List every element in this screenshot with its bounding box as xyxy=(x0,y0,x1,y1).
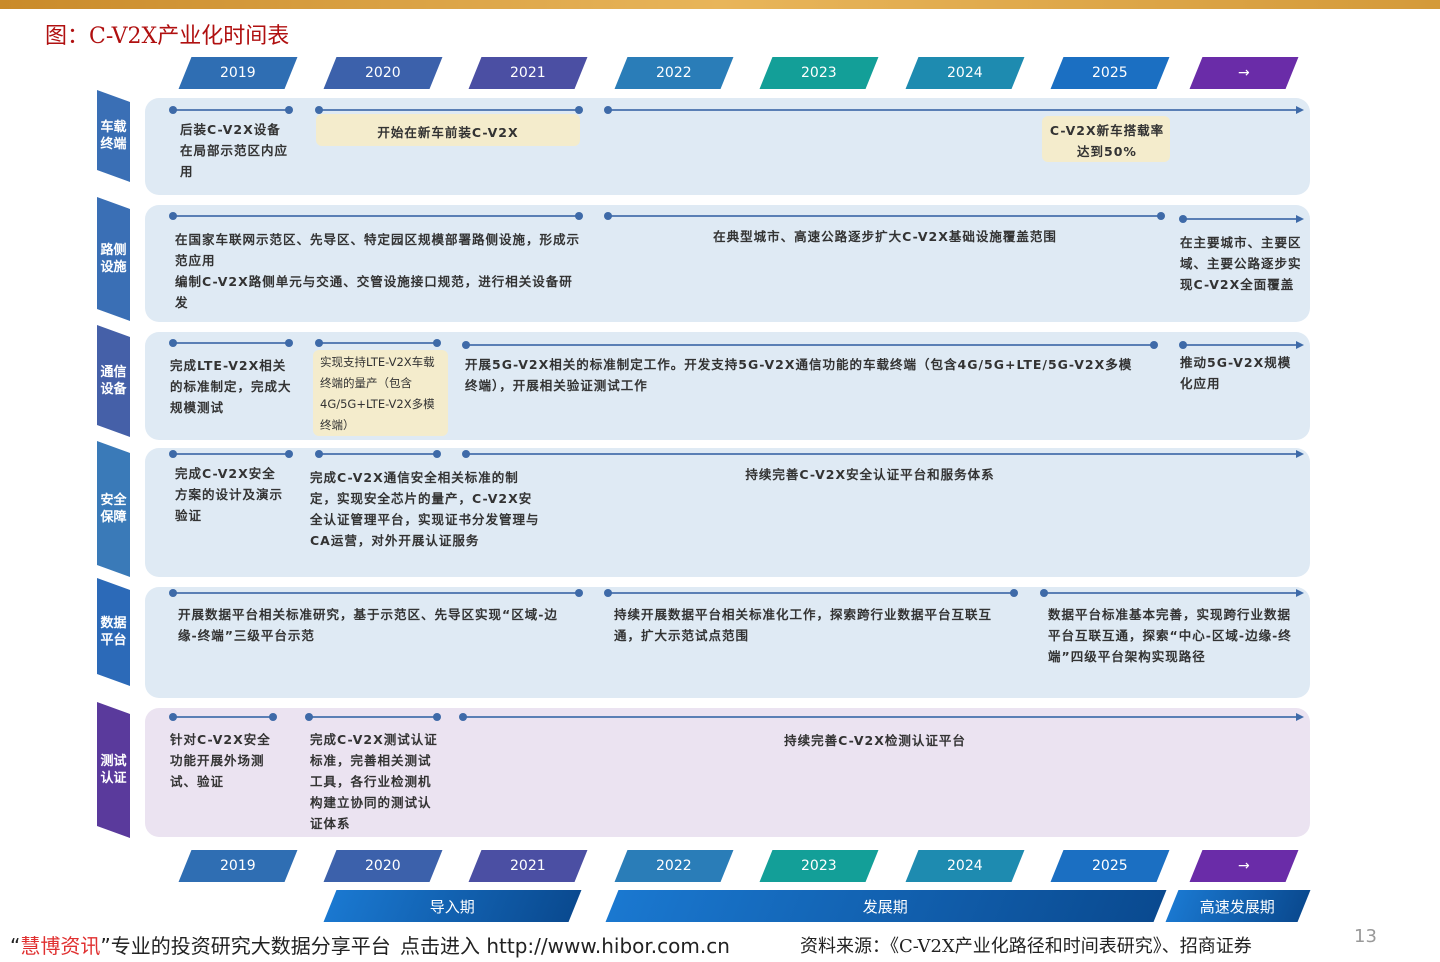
timeline-arrow xyxy=(462,450,1304,458)
timeline-bar xyxy=(604,212,1165,220)
year-label: → xyxy=(1238,858,1250,874)
year-banner-3: 2022 xyxy=(614,850,734,882)
highlight-box xyxy=(313,350,448,436)
row3-text-2019: 完成LTE-V2X相关的标准制定，完成大规模测试 xyxy=(170,358,292,415)
year-label: 2023 xyxy=(801,858,837,874)
timeline-bar xyxy=(169,589,583,597)
year-banner-2: 2021 xyxy=(468,57,588,89)
top-bar xyxy=(0,0,1440,9)
year-label: 2021 xyxy=(510,65,546,81)
row3-text-mid: 开展5G-V2X相关的标准制定工作。开发支持5G-V2X通信功能的车载终端（包含… xyxy=(465,357,1133,393)
row3-text-late: 推动5G-V2X规模化应用 xyxy=(1180,355,1292,391)
year-label: 2019 xyxy=(220,858,256,874)
year-banner-3: 2022 xyxy=(614,57,734,89)
side-label-data: 数据平台 xyxy=(97,578,130,686)
timeline-bar xyxy=(315,339,441,347)
year-label: 2022 xyxy=(656,858,692,874)
row1-text-2025: C-V2X新车搭载率达到50% xyxy=(1049,123,1165,159)
watermark-tagline: 专业的投资研究大数据分享平台 xyxy=(110,934,391,958)
highlight-box xyxy=(316,114,580,146)
phase-label: 导入期 xyxy=(429,897,475,916)
year-label: 2022 xyxy=(656,65,692,81)
year-label: 2019 xyxy=(220,65,256,81)
year-banner-7: → xyxy=(1189,850,1299,882)
year-label: 2025 xyxy=(1092,858,1128,874)
row-data-platform xyxy=(145,587,1310,698)
timeline-bar xyxy=(169,713,277,721)
year-banner-7: → xyxy=(1189,57,1299,89)
figure-title: 图：C-V2X产业化时间表 xyxy=(45,24,290,49)
year-banner-2: 2021 xyxy=(468,850,588,882)
year-banner-0: 2019 xyxy=(178,850,298,882)
year-label: 2020 xyxy=(365,858,401,874)
row1-text-2019: 后装C-V2X设备在局部示范区内应用 xyxy=(180,122,289,179)
year-label: 2024 xyxy=(947,858,983,874)
year-banner-1: 2020 xyxy=(323,57,443,89)
year-label: → xyxy=(1238,65,1250,81)
side-label-comm: 通信设备 xyxy=(97,325,130,437)
timeline-arrow xyxy=(604,106,1304,114)
row6-text-2019: 针对C-V2X安全功能开展外场测试、验证 xyxy=(170,732,271,789)
row-roadside xyxy=(145,205,1310,322)
row4-text-2020: 完成C-V2X通信安全相关标准的制定，实现安全芯片的量产，C-V2X安全认证管理… xyxy=(310,470,540,548)
year-label: 2023 xyxy=(801,65,837,81)
year-banner-6: 2025 xyxy=(1050,850,1170,882)
phase-label: 发展期 xyxy=(863,897,909,916)
phase-development: 发展期 xyxy=(605,890,1167,922)
row4-text-late: 持续完善C-V2X安全认证平台和服务体系 xyxy=(745,467,995,482)
row4-text-2019: 完成C-V2X安全方案的设计及演示验证 xyxy=(175,466,284,523)
row2-text-mid: 在典型城市、高速公路逐步扩大C-V2X基础设施覆盖范围 xyxy=(713,229,1057,244)
timeline-bar xyxy=(169,106,293,114)
row6-text-late: 持续完善C-V2X检测认证平台 xyxy=(784,733,966,748)
side-label-testing: 测试认证 xyxy=(97,702,130,838)
highlight-box xyxy=(1042,116,1170,162)
side-label-security: 安全保障 xyxy=(97,441,130,577)
phase-rapid: 高速发展期 xyxy=(1165,890,1311,922)
year-banner-1: 2020 xyxy=(323,850,443,882)
year-banner-5: 2024 xyxy=(905,850,1025,882)
watermark-brand: 慧博资讯 xyxy=(20,934,101,958)
timeline-bar xyxy=(462,341,1158,349)
watermark-link[interactable]: 点击进入 http://www.hibor.com.cn xyxy=(400,934,730,958)
phase-label: 高速发展期 xyxy=(1200,897,1276,916)
timeline-bar xyxy=(169,339,293,347)
side-label-vehicle: 车载终端 xyxy=(97,90,130,182)
phase-intro: 导入期 xyxy=(323,890,582,922)
watermark: “慧博资讯”专业的投资研究大数据分享平台 xyxy=(10,934,391,958)
source-note: 资料来源：《C-V2X产业化路径和时间表研究》、招商证券 xyxy=(800,936,1252,957)
page-number: 13 xyxy=(1354,926,1377,947)
side-label-roadside: 路侧设施 xyxy=(97,197,130,321)
timeline-bar xyxy=(169,212,583,220)
timeline-bar xyxy=(305,713,441,721)
year-banner-4: 2023 xyxy=(759,57,879,89)
year-label: 2020 xyxy=(365,65,401,81)
timeline-arrow xyxy=(1040,589,1304,597)
year-banner-5: 2024 xyxy=(905,57,1025,89)
timeline-arrow xyxy=(1179,215,1304,223)
year-banner-4: 2023 xyxy=(759,850,879,882)
row-security xyxy=(145,448,1310,577)
row5-text-early: 开展数据平台相关标准研究，基于示范区、先导区实现“区域-边缘-终端”三级平台示范 xyxy=(178,607,558,643)
row-testing xyxy=(145,708,1310,837)
timeline-bar xyxy=(315,106,583,114)
row5-text-mid: 持续开展数据平台相关标准化工作，探索跨行业数据平台互联互通，扩大示范试点范围 xyxy=(614,607,993,643)
year-label: 2021 xyxy=(510,858,546,874)
row5-text-late: 数据平台标准基本完善，实现跨行业数据平台互联互通，探索“中心-区域-边缘-终端”… xyxy=(1048,607,1292,664)
year-banner-0: 2019 xyxy=(178,57,298,89)
timeline-bar xyxy=(169,450,293,458)
year-label: 2024 xyxy=(947,65,983,81)
row2-text-early: 在国家车联网示范区、先导区、特定园区规模部署路侧设施，形成示范应用 编制C-V2… xyxy=(175,232,581,310)
row3-text-2020: 实现支持LTE-V2X车载终端的量产（包含4G/5G+LTE-V2X多模终端） xyxy=(320,355,435,432)
timeline-arrow xyxy=(1179,341,1304,349)
row1-text-2020: 开始在新车前装C-V2X xyxy=(377,125,519,140)
timeline-arrow xyxy=(459,713,1304,721)
year-banner-6: 2025 xyxy=(1050,57,1170,89)
row6-text-2020: 完成C-V2X测试认证标准，完善相关测试工具，各行业检测机构建立协同的测试认证体… xyxy=(310,732,438,831)
year-label: 2025 xyxy=(1092,65,1128,81)
row2-text-late: 在主要城市、主要区域、主要公路逐步实现C-V2X全面覆盖 xyxy=(1180,235,1302,292)
timeline-bar xyxy=(604,589,1018,597)
timeline-bar xyxy=(315,450,441,458)
